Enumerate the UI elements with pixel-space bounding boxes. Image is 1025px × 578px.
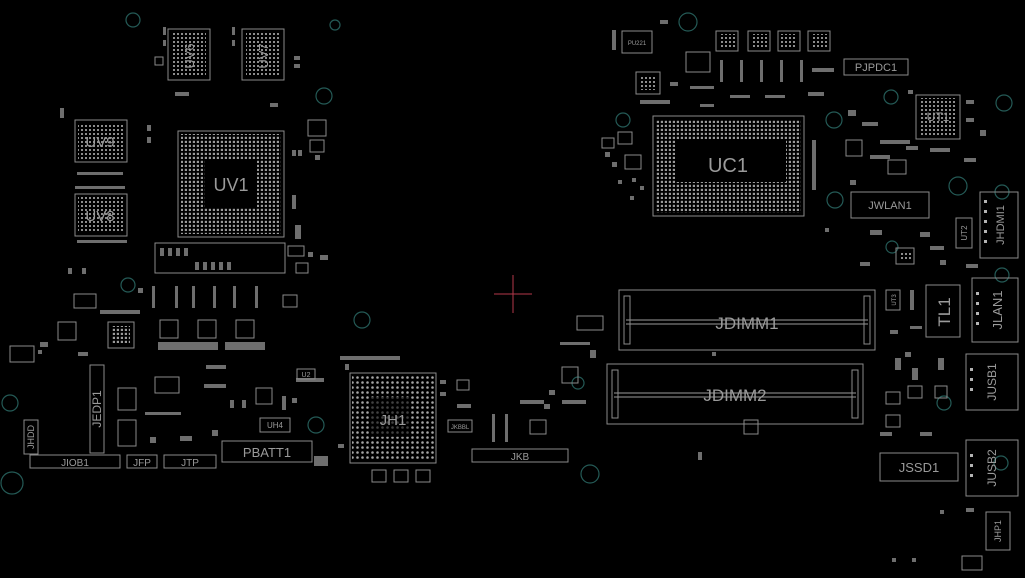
connector-pjpdc1: PJPDC1 xyxy=(843,58,909,76)
dimm-slot-jdimm2: JDIMM2 xyxy=(606,363,864,425)
connector-jusb2: JUSB2 xyxy=(965,439,1019,497)
pch-jh1: JH1 xyxy=(349,372,437,464)
jusb2-label: JUSB2 xyxy=(985,449,999,487)
connector-jfp: JFP xyxy=(126,454,158,469)
uv1-label: UV1 xyxy=(213,175,248,195)
vram-uv8: UV8 xyxy=(74,193,128,237)
center-components xyxy=(492,315,604,442)
connector-jhdd: JHDD xyxy=(23,419,39,455)
pch-support xyxy=(314,356,471,483)
jssd1-label: JSSD1 xyxy=(899,460,939,475)
uv8-label: UV8 xyxy=(85,208,114,225)
tpm-ut1: UT1 xyxy=(915,94,961,140)
jh1-label: JH1 xyxy=(380,412,407,429)
connector-jtp: JTP xyxy=(163,454,217,469)
jkb-label: JKB xyxy=(511,452,530,463)
connector-jssd1: JSSD1 xyxy=(879,452,959,482)
jhdd-label: JHDD xyxy=(26,425,36,449)
crosshair-cursor-icon xyxy=(494,275,532,313)
chip-ut3: UT3 xyxy=(885,289,901,311)
connector-jkb: JKB xyxy=(471,448,569,463)
jlan1-label: JLAN1 xyxy=(990,290,1005,329)
dimm-aux-components xyxy=(698,352,759,460)
lan-components xyxy=(890,290,922,357)
uh4-label: UH4 xyxy=(267,421,284,430)
vram-uv6: UV6 xyxy=(167,28,211,81)
vram-uv9: UV9 xyxy=(74,119,128,163)
connector-pbatt1: PBATT1 xyxy=(221,440,313,463)
jhp1-label: JHP1 xyxy=(993,520,1003,542)
chip-ut2: UT2 xyxy=(955,217,973,249)
jedp1-label: JEDP1 xyxy=(90,390,104,428)
jdimm1-label: JDIMM1 xyxy=(715,314,778,333)
connector-jiob1: JIOB1 xyxy=(29,454,121,469)
jusb1-label: JUSB1 xyxy=(985,363,999,401)
chip-u2: U2 xyxy=(296,368,316,380)
gpu-uv1: UV1 xyxy=(177,130,285,238)
uv9-label: UV9 xyxy=(85,134,114,151)
jiob1-label: JIOB1 xyxy=(61,458,89,469)
uv6-label: UV6 xyxy=(182,43,197,68)
cpu-left-components xyxy=(601,131,644,200)
connector-jhp1: JHP1 xyxy=(985,511,1011,551)
connector-jlan1: JLAN1 xyxy=(971,277,1019,343)
connector-jwlan1: JWLAN1 xyxy=(850,191,930,219)
left-edge-components xyxy=(9,342,88,363)
transformer-tl1: TL1 xyxy=(925,284,961,338)
bottom-right-components xyxy=(892,508,983,571)
uv7-label: UV7 xyxy=(256,43,271,68)
connector-jusb1: JUSB1 xyxy=(965,353,1019,411)
connector-jkbl: JKBBL xyxy=(447,419,473,433)
ut1-label: UT1 xyxy=(927,110,950,124)
mid-left-components xyxy=(117,365,324,447)
mounting-holes xyxy=(0,12,1013,495)
chip-uh4: UH4 xyxy=(259,417,291,433)
tl1-label: TL1 xyxy=(935,297,954,326)
jkbl-label: JKBBL xyxy=(451,425,470,431)
gpu-vrm xyxy=(57,242,286,350)
uc1-label: UC1 xyxy=(708,155,748,177)
pu221-label: PU221 xyxy=(628,41,647,47)
cpu-vrm xyxy=(612,20,834,107)
u2-label: U2 xyxy=(302,372,311,379)
right-lower-components xyxy=(880,358,948,436)
connector-jedp1: JEDP1 xyxy=(89,364,105,454)
ut1-support xyxy=(908,90,986,162)
vram-uv7: UV7 xyxy=(241,28,285,81)
connector-jhdmi1: JHDMI1 xyxy=(979,191,1019,259)
right-mid-components xyxy=(860,230,978,268)
ut3-label: UT3 xyxy=(892,294,898,306)
pmic-pu221: PU221 xyxy=(621,30,653,54)
dimm-slot-jdimm1: JDIMM1 xyxy=(618,289,876,351)
jfp-label: JFP xyxy=(133,458,151,469)
ut2-label: UT2 xyxy=(960,225,969,241)
gpu-support-components xyxy=(60,27,328,308)
pjpdc1-label: PJPDC1 xyxy=(855,62,897,74)
jhdmi1-label: JHDMI1 xyxy=(995,205,1007,245)
jdimm2-label: JDIMM2 xyxy=(703,386,766,405)
pbatt1-label: PBATT1 xyxy=(243,445,291,460)
cpu-uc1: UC1 xyxy=(652,115,805,217)
jtp-label: JTP xyxy=(181,458,199,469)
cpu-right-components xyxy=(812,110,918,232)
jwlan1-label: JWLAN1 xyxy=(868,200,911,212)
